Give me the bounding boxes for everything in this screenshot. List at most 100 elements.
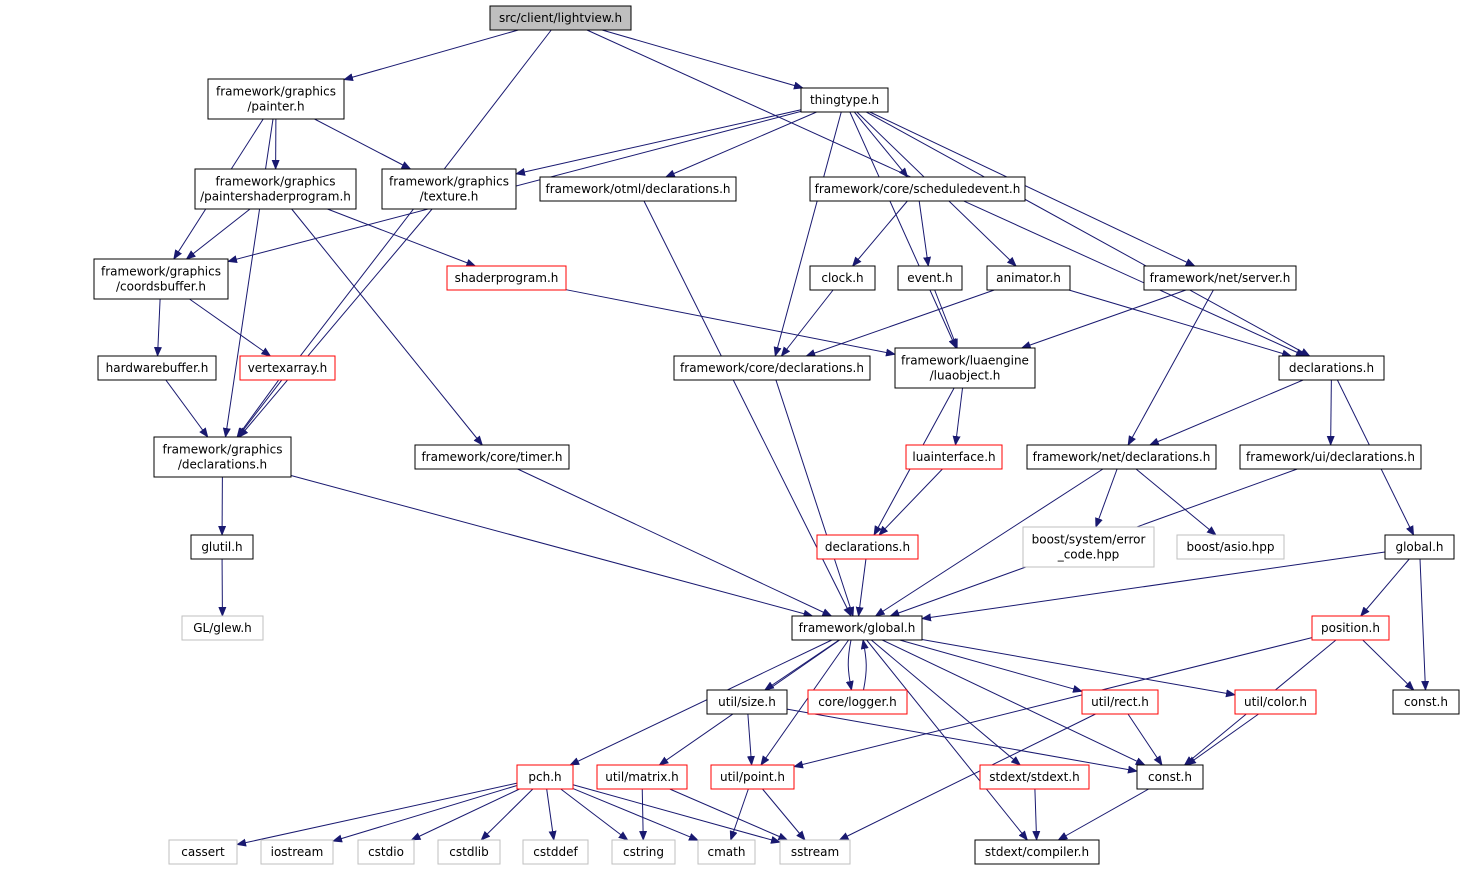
node-box-logger (807, 689, 908, 715)
node-box-size (706, 689, 788, 715)
edge-thingtype-to-otmldecl (664, 111, 817, 178)
edge-fwglobal-to-rect (899, 639, 1083, 693)
node-box-fwglobal (791, 615, 923, 641)
edge-pch-to-cstdlib (480, 788, 534, 841)
node-luaobject[interactable]: framework/luaengine/luaobject.h (894, 347, 1036, 389)
node-label-stdext: stdext/stdext.h (989, 770, 1080, 784)
node-box-rect (1081, 689, 1159, 715)
node-box-scheduledevent (809, 176, 1026, 202)
node-texture[interactable]: framework/graphics/texture.h (381, 168, 517, 210)
edge-paintershader-to-shaderprogram (327, 208, 477, 267)
node-label-coordsbuffer-line1: framework/graphics (101, 265, 221, 279)
edge-thingtype-to-texture (515, 109, 802, 176)
edge-fwglobal-to-pch (569, 639, 833, 766)
edge-global-to-position (1360, 558, 1410, 617)
node-global[interactable]: global.h (1384, 534, 1455, 560)
node-thingtype[interactable]: thingtype.h (800, 87, 889, 113)
node-cstdio: cstdio (357, 839, 415, 865)
node-label-position: position.h (1321, 621, 1380, 635)
node-rect[interactable]: util/rect.h (1081, 689, 1159, 715)
edge-lightview-to-thingtype (601, 29, 804, 90)
node-box-graphicsdecl (153, 436, 292, 478)
node-box-const2 (1136, 764, 1204, 790)
node-label-matrix: util/matrix.h (605, 770, 679, 784)
node-box-event (897, 265, 963, 291)
node-box-position (1311, 615, 1390, 641)
node-netdecl[interactable]: framework/net/declarations.h (1026, 444, 1217, 470)
node-hardwarebuffer[interactable]: hardwarebuffer.h (97, 355, 217, 381)
edge-position-to-point (793, 637, 1313, 769)
node-paintershader[interactable]: framework/graphics/paintershaderprogram.… (194, 168, 357, 210)
node-label-netdecl: framework/net/declarations.h (1033, 450, 1211, 464)
node-timer[interactable]: framework/core/timer.h (414, 444, 570, 470)
node-label-cassert: cassert (181, 845, 225, 859)
edge-thingtype-to-declarations (866, 111, 1311, 357)
edge-luaobject-to-luainterface (952, 387, 964, 446)
node-shaderprogram[interactable]: shaderprogram.h (446, 265, 567, 291)
node-label-iostream: iostream (271, 845, 324, 859)
node-label-otmldecl: framework/otml/declarations.h (545, 182, 730, 196)
node-const2[interactable]: const.h (1136, 764, 1204, 790)
node-coredecl[interactable]: framework/core/declarations.h (673, 355, 871, 381)
node-point[interactable]: util/point.h (710, 764, 795, 790)
node-color[interactable]: util/color.h (1234, 689, 1317, 715)
node-label-declarations: declarations.h (1289, 361, 1374, 375)
edge-fwglobal-to-size (764, 639, 840, 691)
node-label-scheduledevent: framework/core/scheduledevent.h (815, 182, 1021, 196)
edge-fwglobal-to-logger (845, 639, 854, 691)
edge-fwglobal-to-stdext (870, 639, 1021, 766)
edge-const2-to-compiler (1057, 788, 1149, 841)
node-position[interactable]: position.h (1311, 615, 1390, 641)
node-graphicsdecl[interactable]: framework/graphics/declarations.h (153, 436, 292, 478)
node-declarations[interactable]: declarations.h (1278, 355, 1385, 381)
node-otmldecl[interactable]: framework/otml/declarations.h (539, 176, 737, 202)
node-lightview[interactable]: src/client/lightview.h (489, 5, 632, 31)
edge-scheduledevent-to-event (918, 200, 932, 267)
node-label-painter-line1: framework/graphics (216, 85, 336, 99)
node-event[interactable]: event.h (897, 265, 963, 291)
node-box-lightview (489, 5, 632, 31)
node-painter[interactable]: framework/graphics/painter.h (207, 78, 345, 120)
node-label-luaobject-line1: framework/luaengine (901, 354, 1029, 368)
node-label-timer: framework/core/timer.h (421, 450, 562, 464)
edge-pch-to-cstring (560, 788, 629, 841)
node-cstddef: cstddef (522, 839, 589, 865)
edge-position-to-const1 (1362, 639, 1415, 691)
node-label-cstring: cstring (623, 845, 664, 859)
edge-paintershader-to-coordsbuffer (185, 208, 251, 260)
node-clock[interactable]: clock.h (809, 265, 876, 291)
node-pch[interactable]: pch.h (516, 764, 574, 790)
node-compiler[interactable]: stdext/compiler.h (974, 839, 1100, 865)
node-glutil[interactable]: glutil.h (190, 534, 254, 560)
node-luainterface[interactable]: luainterface.h (905, 444, 1003, 470)
node-cmath: cmath (697, 839, 756, 865)
edge-pch-to-sstream (572, 784, 781, 844)
edge-pch-to-iostream (332, 784, 518, 843)
edge-clock-to-coredecl (780, 289, 834, 357)
node-label-coordsbuffer-line2: /coordsbuffer.h (116, 280, 206, 294)
node-matrix[interactable]: util/matrix.h (596, 764, 688, 790)
node-box-uidecl (1239, 444, 1422, 470)
node-label-pch: pch.h (528, 770, 561, 784)
node-box-point (710, 764, 795, 790)
node-size[interactable]: util/size.h (706, 689, 788, 715)
edge-netdecl-to-errorcode (1095, 468, 1118, 528)
node-uidecl[interactable]: framework/ui/declarations.h (1239, 444, 1422, 470)
node-label-uidecl: framework/ui/declarations.h (1246, 450, 1415, 464)
node-label-decl2: declarations.h (825, 540, 910, 554)
node-vertexarray[interactable]: vertexarray.h (239, 355, 336, 381)
node-animator[interactable]: animator.h (986, 265, 1071, 291)
edge-netdecl-to-fwglobal (874, 468, 1104, 617)
node-fwglobal[interactable]: framework/global.h (791, 615, 923, 641)
edge-lightview-to-painter (343, 29, 519, 82)
node-scheduledevent[interactable]: framework/core/scheduledevent.h (809, 176, 1026, 202)
node-stdext[interactable]: stdext/stdext.h (979, 764, 1090, 790)
node-coordsbuffer[interactable]: framework/graphics/coordsbuffer.h (93, 258, 229, 300)
node-label-hardwarebuffer: hardwarebuffer.h (106, 361, 209, 375)
edge-layer (153, 29, 1430, 847)
node-decl2[interactable]: declarations.h (816, 534, 919, 560)
node-netserver[interactable]: framework/net/server.h (1143, 265, 1297, 291)
node-logger[interactable]: core/logger.h (807, 689, 908, 715)
node-const1[interactable]: const.h (1392, 689, 1460, 715)
edge-netserver-to-luaobject (1020, 289, 1187, 349)
